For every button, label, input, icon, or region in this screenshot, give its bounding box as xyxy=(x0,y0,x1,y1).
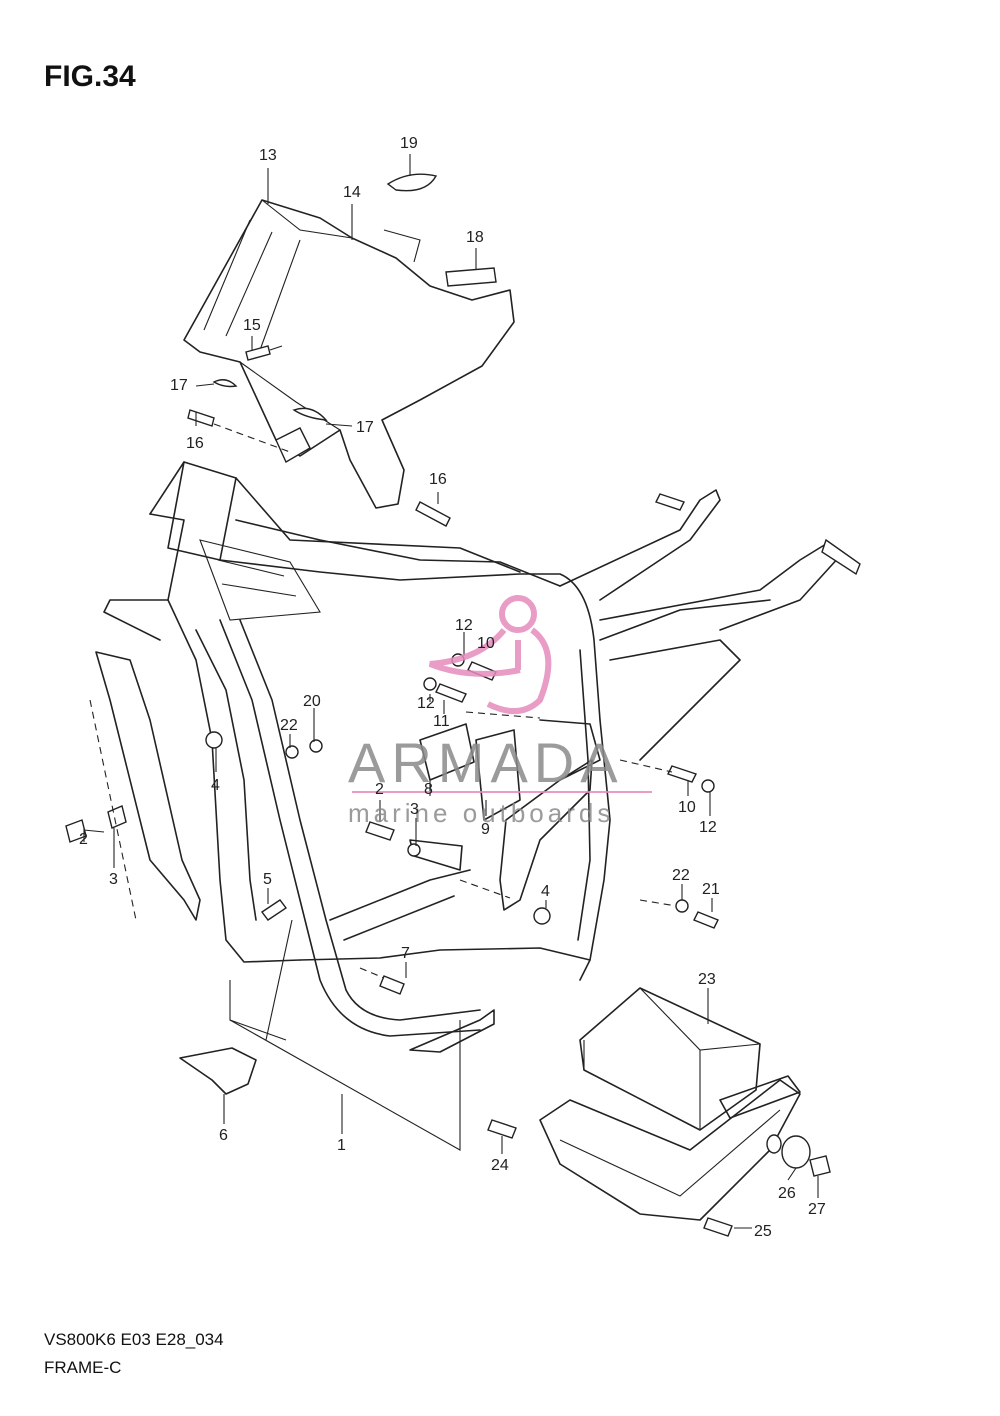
part-22-washer-left xyxy=(285,745,299,759)
armada-watermark: ARMADA marine outboards xyxy=(348,595,652,828)
callout-27: 27 xyxy=(808,1201,826,1218)
part-12-nut-right xyxy=(701,779,715,793)
callout-6: 6 xyxy=(219,1127,228,1144)
callout-10: 10 xyxy=(678,799,696,816)
leader-lines xyxy=(83,154,819,1229)
callout-15: 15 xyxy=(243,317,261,334)
callout-17: 17 xyxy=(170,377,188,394)
callout-9: 9 xyxy=(481,821,490,838)
part-5-bolt xyxy=(260,899,288,921)
callout-2: 2 xyxy=(375,781,384,798)
callout-3: 3 xyxy=(410,801,419,818)
part-15-screw xyxy=(245,345,283,361)
figure-title: FIG.34 xyxy=(44,60,136,93)
callout-18: 18 xyxy=(466,229,484,246)
figure-code: VS800K6 E03 E28_034 xyxy=(44,1330,224,1349)
part-2-bolt-center xyxy=(365,821,395,841)
callout-1: 1 xyxy=(337,1137,346,1154)
callout-25: 25 xyxy=(754,1223,772,1240)
part-8-mount-bracket xyxy=(419,723,475,781)
part-24-bolt xyxy=(487,1119,517,1139)
callout-11: 11 xyxy=(433,713,450,730)
callout-17: 17 xyxy=(356,419,374,436)
callout-24: 24 xyxy=(491,1157,509,1174)
callout-7: 7 xyxy=(401,945,410,962)
callout-13: 13 xyxy=(259,147,277,164)
engine-mount-plates xyxy=(409,719,601,911)
left-side-bracket xyxy=(89,651,201,921)
part-21-bolt xyxy=(693,911,719,929)
part-4-nut-center xyxy=(533,907,551,925)
part-26-cushion xyxy=(766,1134,811,1169)
part-17-clip-right xyxy=(292,407,328,421)
callout-4: 4 xyxy=(541,883,550,900)
callout-14: 14 xyxy=(343,184,361,201)
part-19-emblem xyxy=(386,173,438,192)
part-3-washer-center xyxy=(407,843,421,857)
part-18-pad xyxy=(445,267,497,287)
part-22-washer-right xyxy=(639,899,689,913)
part-27-collar xyxy=(809,1155,831,1177)
part-3-washer-left xyxy=(107,805,127,829)
callout-8: 8 xyxy=(424,781,433,798)
armada-logo-icon xyxy=(428,595,552,714)
part-9-mount-bracket xyxy=(475,729,521,821)
part-13-14-frame-cover xyxy=(183,199,515,509)
callout-2: 2 xyxy=(79,831,88,848)
callout-12: 12 xyxy=(455,617,473,634)
callout-labels: 13 14 19 18 15 17 17 16 16 12 10 12 11 2… xyxy=(79,135,826,1240)
callout-20: 20 xyxy=(303,693,321,710)
callout-10: 10 xyxy=(477,635,495,652)
part-12-nut-center-low xyxy=(423,677,437,691)
part-20-bolt xyxy=(309,739,323,753)
part-11-bolt-center xyxy=(435,683,541,719)
callout-16: 16 xyxy=(186,435,204,452)
callout-22: 22 xyxy=(280,717,298,734)
part-6-bracket xyxy=(179,1047,257,1095)
callout-12: 12 xyxy=(699,819,717,836)
callout-23: 23 xyxy=(698,971,716,988)
part-1-main-frame xyxy=(103,461,861,1151)
part-4-nut-left xyxy=(205,731,223,749)
part-25-bolt xyxy=(703,1217,733,1237)
part-16-bolt-right xyxy=(415,501,451,527)
part-17-clip-left xyxy=(212,379,238,388)
part-10-bolt-right xyxy=(619,759,697,783)
figure-name: FRAME-C xyxy=(44,1358,122,1377)
callout-21: 21 xyxy=(702,881,720,898)
callout-26: 26 xyxy=(778,1185,796,1202)
part-7-bolt xyxy=(359,967,405,995)
callout-3: 3 xyxy=(109,871,118,888)
callout-19: 19 xyxy=(400,135,418,152)
watermark-tagline: marine outboards xyxy=(348,798,614,828)
callout-22: 22 xyxy=(672,867,690,884)
part-2-bolt-left xyxy=(65,819,105,843)
callout-12: 12 xyxy=(417,695,435,712)
part-23-battery-box xyxy=(539,987,801,1221)
callout-16: 16 xyxy=(429,471,447,488)
watermark-brand: ARMADA xyxy=(348,731,624,794)
part-16-bolt-left xyxy=(187,409,291,453)
callout-4: 4 xyxy=(211,777,220,794)
callout-5: 5 xyxy=(263,871,272,888)
